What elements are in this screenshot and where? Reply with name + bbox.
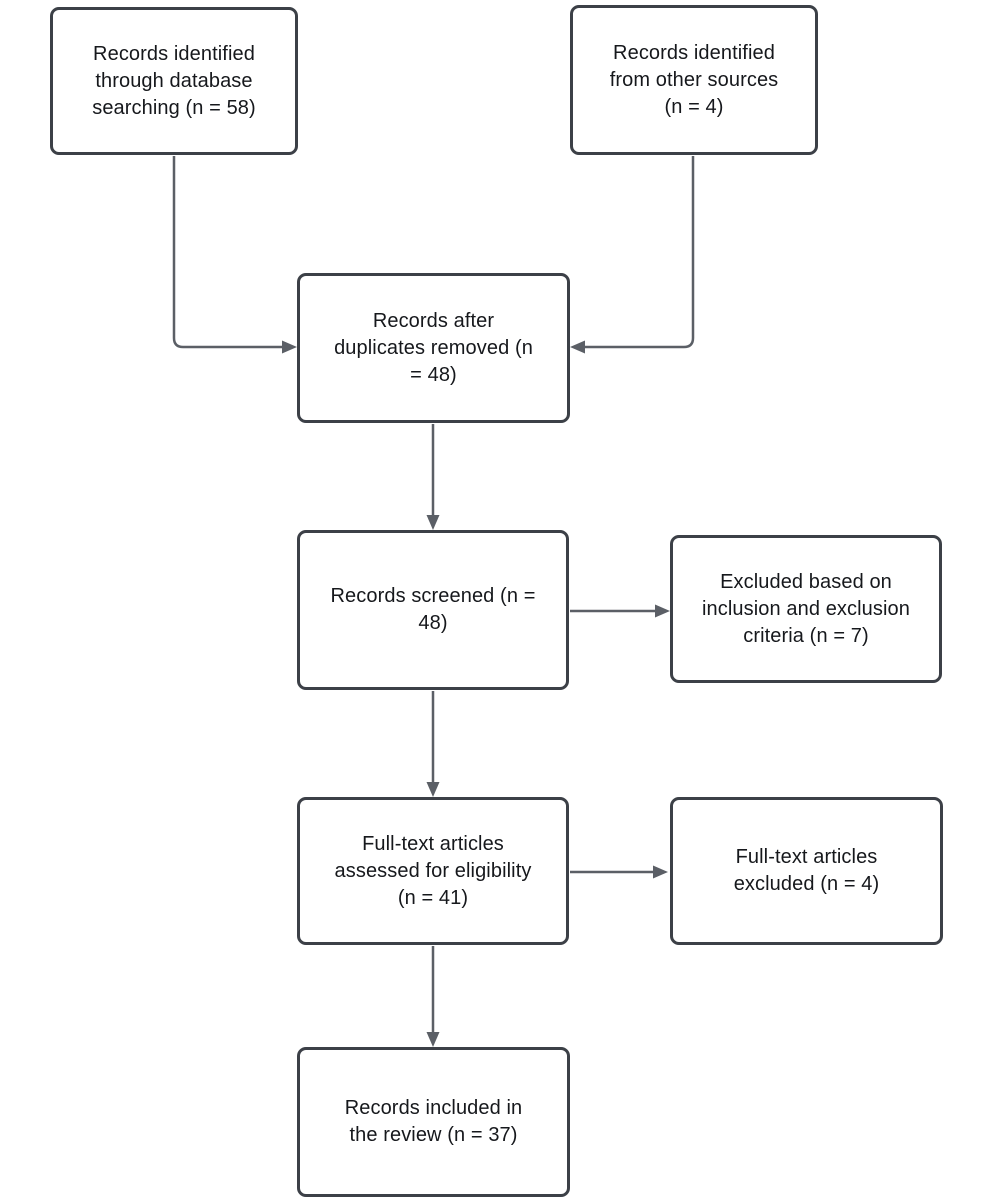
node-excluded-criteria: Excluded based on inclusion and exclusio…	[670, 535, 942, 683]
node-fulltext-excluded-label: Full-text articles excluded (n = 4)	[733, 846, 880, 895]
node-after-duplicates-removed-label: Records after duplicates removed (n = 48…	[334, 309, 533, 386]
node-records-included-label: Records included in the review (n = 37)	[344, 1097, 523, 1146]
node-fulltext-assessed-label: Full-text articles assessed for eligibil…	[334, 832, 532, 909]
node-identified-other-sources: Records identified from other sources (n…	[570, 5, 818, 155]
node-fulltext-assessed: Full-text articles assessed for eligibil…	[297, 797, 569, 945]
node-excluded-criteria-label: Excluded based on inclusion and exclusio…	[702, 570, 910, 647]
node-identified-other-sources-label: Records identified from other sources (n…	[609, 41, 779, 118]
node-records-screened-label: Records screened (n = 48)	[330, 585, 536, 634]
node-identified-database-label: Records identified through database sear…	[92, 42, 256, 119]
node-records-included: Records included in the review (n = 37)	[297, 1047, 570, 1197]
node-fulltext-excluded: Full-text articles excluded (n = 4)	[670, 797, 943, 945]
edge-other-sources-to-duplicates	[570, 156, 695, 354]
node-records-screened: Records screened (n = 48)	[297, 530, 569, 690]
edge-database-to-duplicates	[172, 156, 297, 354]
node-identified-database: Records identified through database sear…	[50, 7, 298, 155]
node-after-duplicates-removed: Records after duplicates removed (n = 48…	[297, 273, 570, 423]
